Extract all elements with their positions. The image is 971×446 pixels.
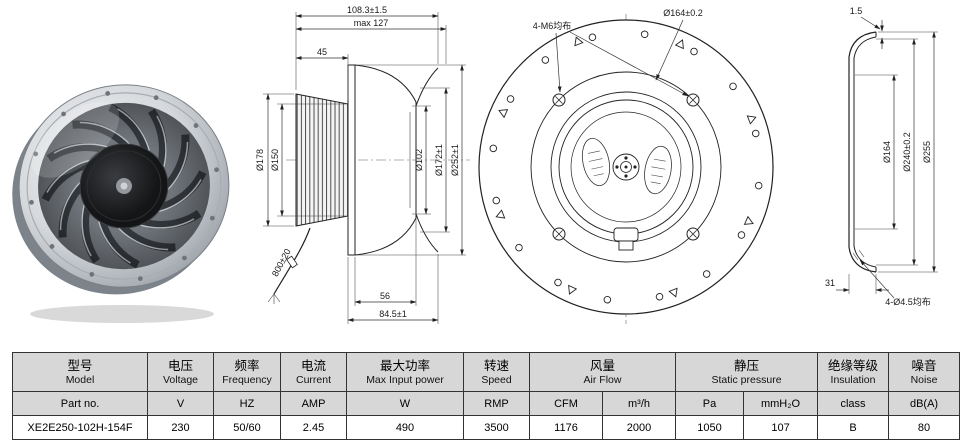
side-view-drawing: 108.3±1.5 max 127 45 Ø178 Ø150 Ø102 Ø172… [255,5,470,324]
dim-d172: Ø172±1 [434,144,444,176]
flange-hole-edge [852,252,859,261]
value-insulation: B [817,415,890,440]
unit-part-no: Part no. [12,391,148,416]
cable-gland [613,227,639,251]
value-speed: 3500 [463,415,530,440]
label-holes: 4-Ø4.5均布 [885,296,931,307]
motor-face-circle [570,111,682,223]
value-power: 490 [346,415,464,440]
dim-blade-width: 45 [317,47,327,57]
unit-voltage: V [147,391,214,416]
unit-frequency: HZ [213,391,281,416]
value-part-no: XE2E250-102H-154F [12,415,148,440]
shroud-bottom [354,214,417,256]
label-d164: Ø164±0.2 [663,8,702,18]
value-airflow-cfm: 1176 [529,415,603,440]
dim-d240: Ø240±0.2 [902,132,912,171]
unit-insulation: class [817,391,890,416]
shroud-top [354,64,417,106]
cable-connector [286,255,298,269]
dim-depth-845: 84.5±1 [379,309,406,319]
section-dimensions: 1.5 Ø164 Ø240±0.2 Ø255 31 4-Ø4.5均布 [825,6,938,307]
cable-strands [267,293,281,304]
dim-d150: Ø150 [270,149,280,171]
units-row: Part no. V HZ AMP W RMP CFM m³/h Pa mmH₂… [12,391,961,416]
value-pressure-mmh2o: 107 [743,415,819,440]
fan-profile [267,64,439,304]
dim-d252: Ø252±1 [450,144,460,176]
unit-airflow-cfm: CFM [529,391,603,416]
side-view-dimensions: 108.3±1.5 max 127 45 Ø178 Ø150 Ø102 Ø172… [255,5,466,324]
unit-pressure-mmh2o: mmH₂O [743,391,819,416]
bell-mouth-top [415,67,439,107]
dim-thickness: 1.5 [850,6,863,16]
front-view-drawing: 4-M6均布 Ø164±0.2 [478,8,774,324]
flange-profile [848,31,877,273]
fan-body [12,84,230,295]
values-row: XE2E250-102H-154F 230 50/60 2.45 490 350… [12,415,961,440]
flange-hole-edge2 [858,249,865,258]
dim-width-top: 108.3±1.5 [347,5,387,15]
value-frequency: 50/60 [213,415,281,440]
label-screws: 4-M6均布 [533,20,572,31]
dim-d102: Ø102 [414,149,424,171]
dim-offset-31: 31 [825,278,835,288]
unit-noise: dB(A) [888,391,961,416]
dim-d164: Ø164 [882,141,892,163]
dim-max-depth: max 127 [354,18,389,28]
bolt-circle-d164 [530,71,722,263]
label-sticker-right [644,145,672,195]
fan-shadow [30,305,214,323]
bell-mouth-bottom [415,213,439,253]
unit-power: W [346,391,464,416]
dim-depth-56: 56 [380,291,390,301]
unit-current: AMP [280,391,347,416]
dim-d255: Ø255 [922,141,932,163]
unit-pressure-pa: Pa [675,391,745,416]
impeller-blade-stack [295,93,349,227]
label-sticker-left [581,137,611,187]
fan-photo [12,84,230,323]
unit-speed: RMP [463,391,530,416]
value-pressure-pa: 1050 [675,415,745,440]
back-plate [347,64,356,256]
value-airflow-m3h: 2000 [601,415,677,440]
unit-airflow-m3h: m³/h [601,391,677,416]
dim-d178: Ø178 [255,149,265,171]
value-noise: 80 [888,415,961,440]
value-voltage: 230 [147,415,214,440]
value-current: 2.45 [280,415,347,440]
shaft-center [612,153,640,181]
section-view-drawing: 1.5 Ø164 Ø240±0.2 Ø255 31 4-Ø4.5均布 [825,6,938,307]
front-view-callouts: 4-M6均布 Ø164±0.2 [533,8,703,97]
